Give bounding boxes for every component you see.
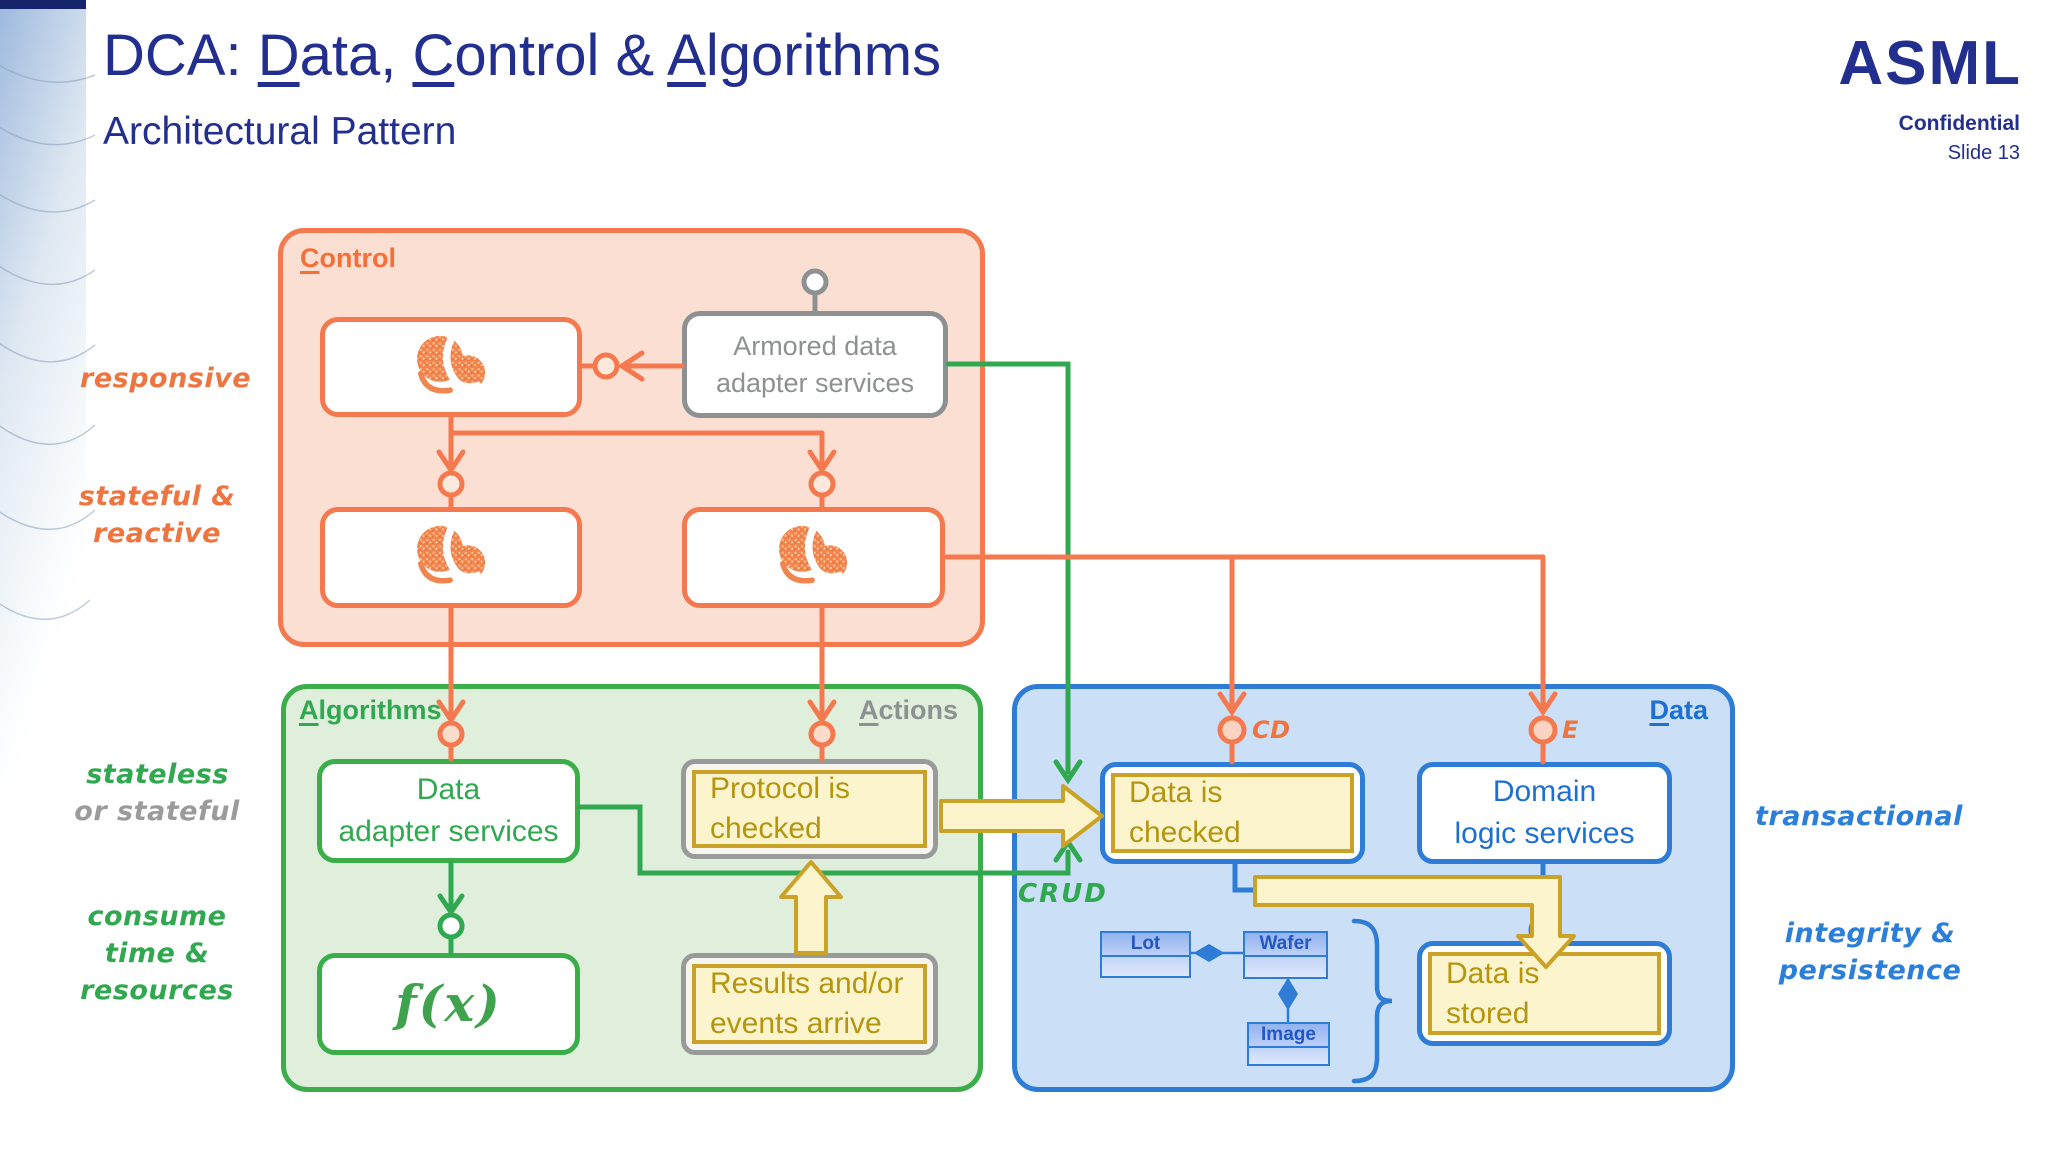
asml-logo: ASML <box>1838 29 2022 98</box>
annotation-e-interface: E <box>1562 716 1579 744</box>
data-adapter-services-node: Data adapter services <box>317 759 580 863</box>
data-is-checked-note: Data is checked <box>1100 762 1365 864</box>
uml-image-title: Image <box>1249 1024 1328 1048</box>
page-title: DCA: Data, Control & Algorithms <box>103 23 942 88</box>
control-component-bottom-left <box>320 507 582 608</box>
annotation-cd-interface: CD <box>1252 716 1291 744</box>
data-region-label: Data <box>1649 695 1708 725</box>
uml-class-wafer: Wafer <box>1243 931 1328 979</box>
data-is-stored-note: Data is stored <box>1417 941 1672 1046</box>
confidential-label: Confidential <box>1898 112 2020 135</box>
uml-class-lot: Lot <box>1100 931 1191 978</box>
annotation-responsive: responsive <box>80 363 252 394</box>
annotation-integrity-persistence: integrity & persistence <box>1778 918 1962 986</box>
uml-wafer-body <box>1245 957 1326 977</box>
uml-wafer-title: Wafer <box>1245 933 1326 957</box>
actions-region-label: Actions <box>858 695 958 725</box>
control-component-bottom-right <box>682 507 945 608</box>
results-events-arrive-note: Results and/or events arrive <box>681 953 938 1055</box>
armored-data-adapter-services-node: Armored data adapter services <box>682 311 948 418</box>
annotation-consume-time-resources: consume time & resources <box>80 901 234 1006</box>
uml-lot-body <box>1102 957 1189 976</box>
results-events-arrive-text: Results and/or events arrive <box>692 964 927 1044</box>
annotation-transactional: transactional <box>1755 801 1963 832</box>
page-subtitle: Architectural Pattern <box>103 110 457 153</box>
annotation-crud: CRUD <box>1018 879 1108 909</box>
protocol-is-checked-text: Protocol is checked <box>692 770 927 848</box>
fx-function-node: f(x) <box>317 953 580 1055</box>
algorithms-region-label: Algorithms <box>299 695 442 725</box>
data-is-checked-text: Data is checked <box>1111 773 1354 853</box>
uml-lot-title: Lot <box>1102 933 1189 957</box>
annotation-or-stateful: or stateful <box>74 796 240 827</box>
uml-class-image: Image <box>1247 1022 1330 1066</box>
top-navy-strip <box>0 0 86 9</box>
control-component-top <box>320 317 582 417</box>
slide-number: Slide 13 <box>1947 142 2020 164</box>
domain-logic-services-node: Domain logic services <box>1417 762 1672 864</box>
control-region-label: Control <box>300 243 396 273</box>
annotation-stateful-reactive: stateful & reactive <box>78 481 236 549</box>
uml-image-body <box>1249 1048 1328 1064</box>
data-is-stored-text: Data is stored <box>1428 952 1661 1035</box>
annotation-stateless: stateless <box>86 759 229 790</box>
decorative-left-band <box>0 0 96 780</box>
protocol-is-checked-note: Protocol is checked <box>681 759 938 859</box>
